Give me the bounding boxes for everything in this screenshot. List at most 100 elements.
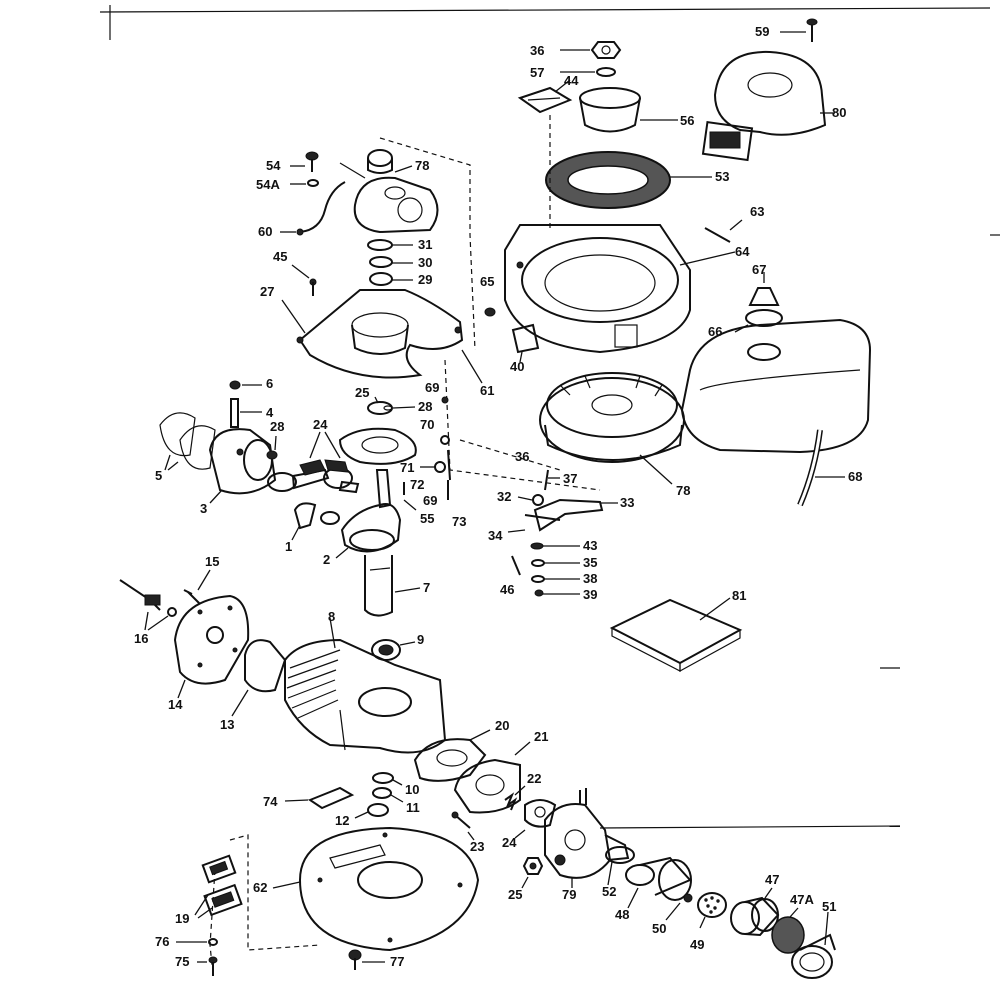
part-1-connecting-rod [267,467,353,530]
label-78a: 78 [415,158,430,173]
part-24-gasket [524,799,557,828]
label-69b: 69 [423,493,438,508]
part-76-washer [208,938,218,946]
part-29-ring [369,272,393,286]
label-35: 35 [583,555,598,570]
part-7-crankshaft [340,469,402,617]
label-50: 50 [652,921,667,936]
label-68: 68 [848,469,863,484]
label-48: 48 [615,907,630,922]
part-81-filter-pad [609,598,743,673]
label-61: 61 [480,383,495,398]
label-2: 2 [323,552,331,567]
part-59-screw [806,18,818,42]
part-36-nut [590,41,622,59]
label-15: 15 [205,554,220,569]
part-20-gasket [413,738,487,782]
label-73: 73 [452,514,467,529]
label-23: 23 [470,839,485,854]
label-45: 45 [273,249,288,264]
part-47-filter-element [730,896,780,937]
label-14: 14 [168,697,183,712]
label-70: 70 [420,417,435,432]
label-76: 76 [155,934,170,949]
part-3-piston [208,428,277,495]
part-50-screw [683,893,693,903]
part-56-pulley-cup [579,87,641,133]
part-4-pin [230,398,239,428]
part-65-screw [484,307,496,317]
part-53-screen [545,151,671,209]
label-71: 71 [400,460,415,475]
part-72-spring [447,449,451,481]
crankcase-gasket [338,427,417,465]
part-5-piston-rings [159,412,216,470]
label-43: 43 [583,538,598,553]
part-45-screw [309,278,317,296]
part-57-washer [596,67,616,77]
part-12-seal [367,803,389,817]
part-11-washer [372,787,392,799]
part-6-nut [229,380,241,390]
part-23-screw [451,811,471,829]
label-69a: 69 [425,380,440,395]
label-25b: 25 [508,887,523,902]
label-75: 75 [175,954,190,969]
part-78-ignition-coil [339,149,439,234]
label-4: 4 [266,405,274,420]
part-31-ring [367,239,393,251]
label-52: 52 [602,884,617,899]
label-5: 5 [155,468,163,483]
part-25-nut [522,857,544,875]
label-12: 12 [335,813,350,828]
top-border-line [99,7,991,13]
label-54a: 54A [256,177,280,192]
label-44: 44 [564,73,579,88]
part-28-retaining-ring [383,405,393,411]
label-62: 62 [253,880,268,895]
label-53: 53 [715,169,730,184]
label-16: 16 [134,631,149,646]
label-57: 57 [530,65,545,80]
label-13: 13 [220,717,235,732]
label-81: 81 [732,588,747,603]
part-22-spring [504,792,518,811]
label-77: 77 [390,954,405,969]
part-28-rod-screw [266,435,278,460]
label-37: 37 [563,471,578,486]
part-32-bushing [532,494,544,506]
label-80: 80 [832,105,847,120]
part-60-wire [296,181,346,236]
label-24a: 24 [313,417,328,432]
label-47a: 47A [790,892,814,907]
part-46-pin [511,555,521,576]
part-51-filter-cover [791,933,836,979]
part-69-screw-top [441,396,449,404]
part-75-screw [208,956,218,976]
part-25-oil-seal [367,401,393,415]
label-67: 67 [752,262,767,277]
part-8-cylinder-block [284,638,447,754]
label-33: 33 [620,495,635,510]
label-56: 56 [680,113,695,128]
label-79: 79 [562,887,577,902]
part-63-pin [704,227,731,243]
label-60: 60 [258,224,273,239]
part-67-fuel-cap [745,287,783,327]
fuel-tank [680,318,872,454]
label-64: 64 [735,244,750,259]
part-24-rod-caps [299,459,360,494]
part-79-carburetor [544,788,630,879]
part-33-governor-lever [524,498,604,532]
part-27-mounting-plate [296,289,464,379]
part-10-seal [372,772,394,784]
part-68-fuel-line [798,429,822,506]
label-47: 47 [765,872,780,887]
part-74-gasket [307,786,355,810]
label-32: 32 [497,489,512,504]
label-55: 55 [420,511,435,526]
part-9-bearing [371,639,401,661]
label-10: 10 [405,782,420,797]
